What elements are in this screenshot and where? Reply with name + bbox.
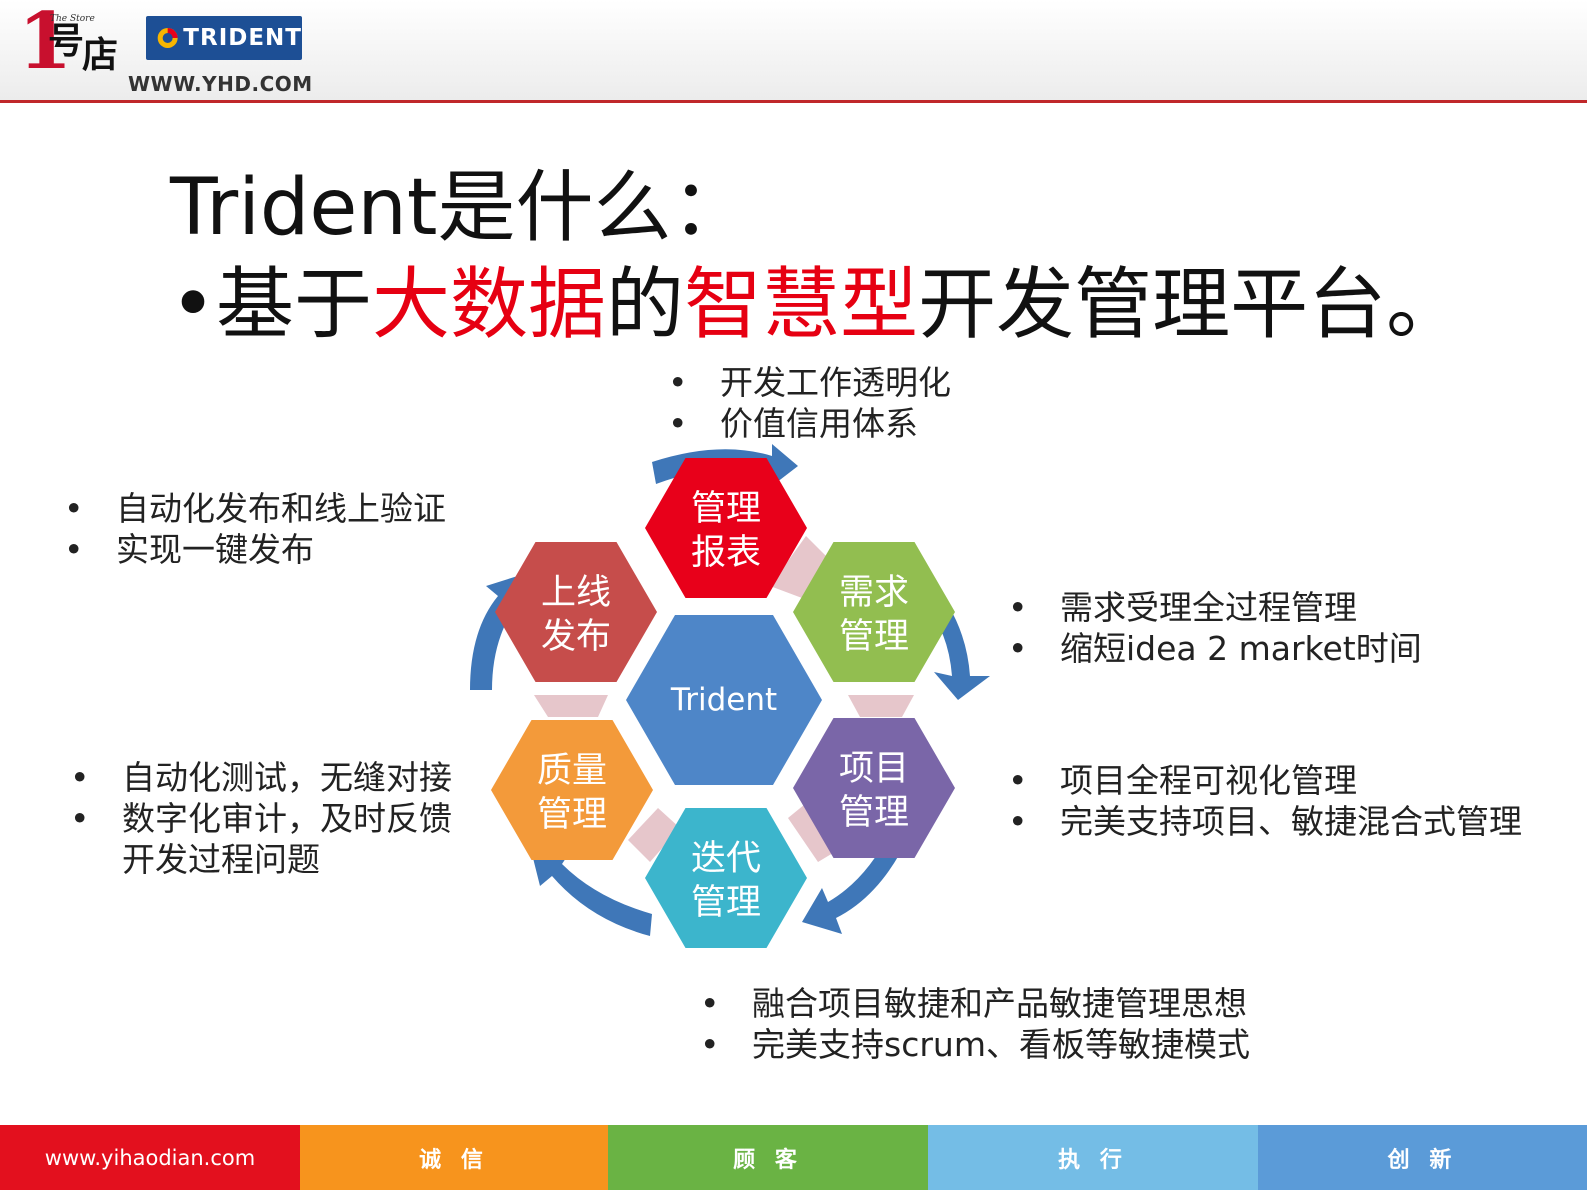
slide-subtitle: •基于大数据的智慧型开发管理平台。 xyxy=(170,255,1464,355)
footer-url: www.yihaodian.com xyxy=(0,1125,300,1190)
hexagon-label: 质量 xyxy=(537,751,607,791)
notes-quality: 自动化测试，无缝对接 数字化审计，及时反馈开发过程问题 xyxy=(70,757,490,880)
subtitle-part-3: 的 xyxy=(606,260,685,350)
hexagon-release xyxy=(495,542,657,682)
center-label: Trident xyxy=(670,682,777,718)
footer-value-customer: 顾 客 xyxy=(608,1125,928,1190)
subtitle-bullet: • xyxy=(170,260,217,350)
subtitle-part-bigdata: 大数据 xyxy=(372,260,607,350)
hexagon-label: 管理 xyxy=(839,617,909,657)
note-item: 价值信用体系 xyxy=(668,403,951,444)
swirl-icon xyxy=(157,28,178,48)
hexagon-label: 迭代 xyxy=(691,839,761,879)
note-item: 实现一键发布 xyxy=(64,529,446,570)
hexagon-label: 上线 xyxy=(541,573,611,613)
hexagon-label: 管理 xyxy=(537,795,607,835)
note-item: 完美支持scrum、看板等敏捷模式 xyxy=(700,1024,1250,1065)
trident-logo-text: TRIDENT xyxy=(183,25,302,51)
hexagon-label: 项目 xyxy=(839,749,909,789)
hexagon-project xyxy=(793,718,955,858)
notes-iteration: 融合项目敏捷和产品敏捷管理思想 完美支持scrum、看板等敏捷模式 xyxy=(700,983,1250,1065)
footer-value-innovation: 创 新 xyxy=(1258,1125,1587,1190)
hexagon-label: 管理 xyxy=(691,489,761,529)
hexagon-center xyxy=(626,615,822,785)
logo-number: 1 xyxy=(18,0,73,87)
logo-char-hao: 号 xyxy=(48,21,85,62)
trident-logo: TRIDENT xyxy=(146,16,302,60)
notes-report: 开发工作透明化 价值信用体系 xyxy=(668,362,951,444)
footer-value-integrity: 诚 信 xyxy=(300,1125,608,1190)
header-bar: 1 The Store 号 店 TRIDENT WWW.YHD.COM xyxy=(0,0,1587,103)
hexagon-label: 管理 xyxy=(839,793,909,833)
subtitle-part-smart: 智慧型 xyxy=(684,260,919,350)
logo-store-text: The Store xyxy=(50,14,95,24)
hexagon-report xyxy=(645,458,807,598)
slide-title: Trident是什么： xyxy=(170,163,750,253)
logo-char-dian: 店 xyxy=(82,35,119,76)
hexagon-label: 需求 xyxy=(839,573,909,613)
note-item: 融合项目敏捷和产品敏捷管理思想 xyxy=(700,983,1250,1024)
notes-project: 项目全程可视化管理 完美支持项目、敏捷混合式管理 xyxy=(1008,760,1522,842)
hexagon-quality xyxy=(491,720,653,860)
note-item: 自动化发布和线上验证 xyxy=(64,488,446,529)
note-item: 项目全程可视化管理 xyxy=(1008,760,1522,801)
note-item: 开发工作透明化 xyxy=(668,362,951,403)
footer-bar: www.yihaodian.com 诚 信 顾 客 执 行 创 新 xyxy=(0,1125,1587,1190)
hexagon-label: 报表 xyxy=(691,533,761,573)
subtitle-part-1: 基于 xyxy=(216,260,373,350)
note-item: 需求受理全过程管理 xyxy=(1008,587,1422,628)
subtitle-part-5: 开发管理平台。 xyxy=(918,260,1465,350)
footer-value-execution: 执 行 xyxy=(928,1125,1258,1190)
site-url: WWW.YHD.COM xyxy=(128,72,313,96)
arrow-bottom-left xyxy=(530,846,652,936)
note-item: 数字化审计，及时反馈开发过程问题 xyxy=(70,798,482,880)
note-item: 完美支持项目、敏捷混合式管理 xyxy=(1008,801,1522,842)
notes-release: 自动化发布和线上验证 实现一键发布 xyxy=(64,488,446,570)
note-item: 自动化测试，无缝对接 xyxy=(70,757,490,798)
hexagon-iteration xyxy=(645,808,807,948)
hexagon-requirement xyxy=(793,542,955,682)
hexagon-label: 管理 xyxy=(691,883,761,923)
note-item: 缩短idea 2 market时间 xyxy=(1008,628,1422,669)
notes-requirement: 需求受理全过程管理 缩短idea 2 market时间 xyxy=(1008,587,1422,669)
hexagon-label: 发布 xyxy=(541,617,611,657)
